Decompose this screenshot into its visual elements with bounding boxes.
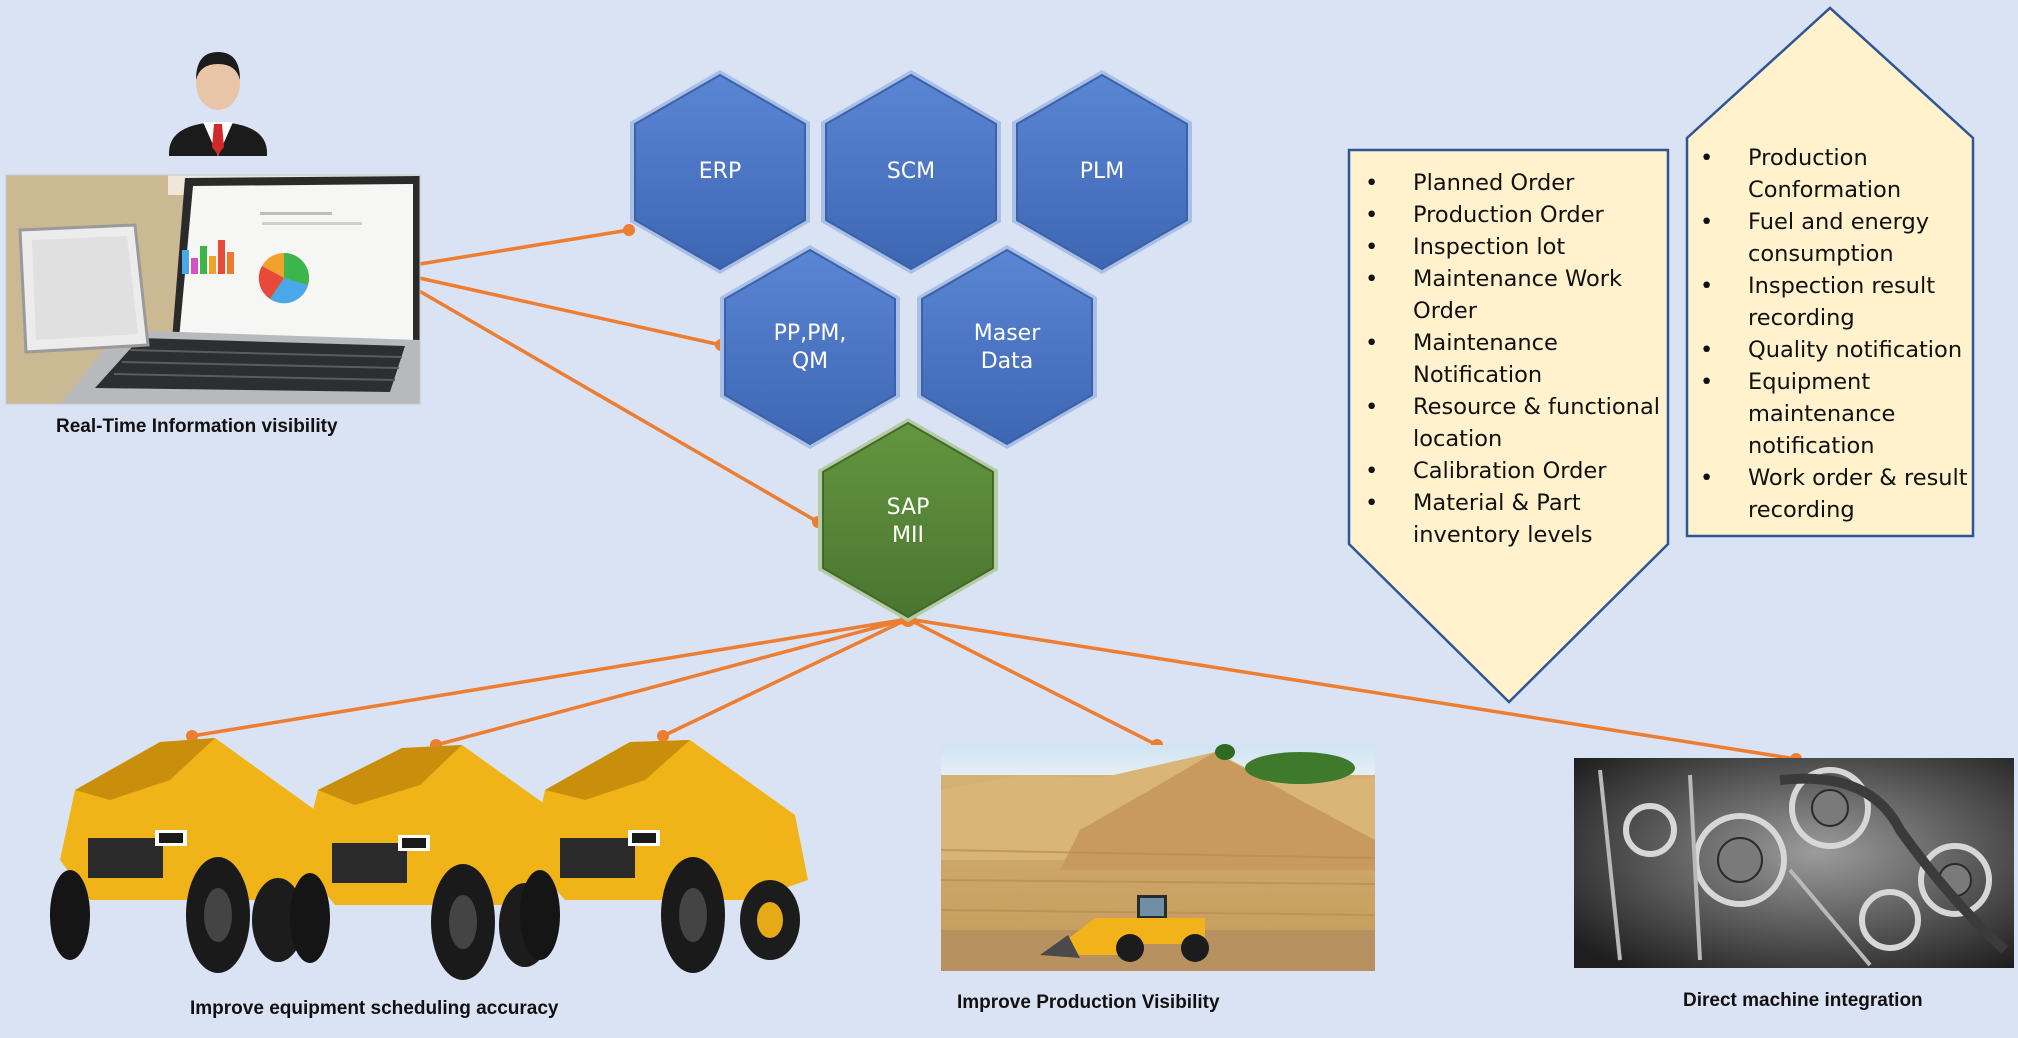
callout-list-text: Order xyxy=(1413,298,1477,324)
callout-list-text: inventory levels xyxy=(1413,522,1593,548)
callout-list-text: Maintenance xyxy=(1413,330,1558,356)
bullet-icon: • xyxy=(1700,337,1714,363)
callout-list-text: Conformation xyxy=(1748,177,1902,203)
callout-list-item: • Maintenance Work xyxy=(1365,263,1665,295)
hexagon-maser-data: Maser Data xyxy=(917,245,1097,449)
callout-list-item: • Production xyxy=(1700,142,1975,174)
bullet-icon: • xyxy=(1365,234,1379,260)
bullet-icon: • xyxy=(1700,145,1714,171)
callout-list-text: Planned Order xyxy=(1413,170,1575,196)
hexagon-pp-label-line1: PP,PM, xyxy=(774,321,847,346)
callout-list-text: Inspection result xyxy=(1748,273,1936,299)
callout-list-text: maintenance xyxy=(1748,401,1896,427)
callout-list-text: Work order & result xyxy=(1748,465,1968,491)
callout-list-item: • Planned Order xyxy=(1365,167,1665,199)
haul-truck-image xyxy=(50,738,808,980)
callout-list-text: Equipment xyxy=(1748,369,1871,395)
callout-list-text: Resource & functional xyxy=(1413,394,1660,420)
callout-list-item: Notification xyxy=(1365,359,1665,391)
callout-list-item: • Work order & result xyxy=(1700,462,1975,494)
bullet-icon: • xyxy=(1365,330,1379,356)
callout-list-text: Production xyxy=(1748,145,1868,171)
callout-list-item: Conformation xyxy=(1700,174,1975,206)
callout-list-item: • Fuel and energy xyxy=(1700,206,1975,238)
callout-list-text: recording xyxy=(1748,305,1855,331)
callout-list-item: • Resource & functional xyxy=(1365,391,1665,423)
callout-list-text: Notification xyxy=(1413,362,1543,388)
callout-list-item: Order xyxy=(1365,295,1665,327)
bullet-icon: • xyxy=(1700,209,1714,235)
bullet-icon: • xyxy=(1365,202,1379,228)
callout-list-inputs: • Planned Order • Production Order • Inspecti… xyxy=(1365,167,1665,551)
hexagon-erp-label: ERP xyxy=(699,159,741,184)
caption-equipment-scheduling: Improve equipment scheduling accuracy xyxy=(190,998,559,1019)
callout-list-item: • Maintenance xyxy=(1365,327,1665,359)
callout-list-item: • Production Order xyxy=(1365,199,1665,231)
callout-list-item: • Material & Part xyxy=(1365,487,1665,519)
quarry-loader-image xyxy=(940,744,1376,971)
hexagon-scm: SCM xyxy=(821,70,1001,274)
callout-list-item: • Quality notification xyxy=(1700,334,1975,366)
callout-list-text: Production Order xyxy=(1413,202,1604,228)
connector-lines xyxy=(191,228,1797,761)
hexagon-scm-label: SCM xyxy=(887,159,935,184)
callout-list-item: • Calibration Order xyxy=(1365,455,1665,487)
hexagon-sap-label-line2: MII xyxy=(892,523,924,548)
bullet-icon: • xyxy=(1700,273,1714,299)
hexagon-erp: ERP xyxy=(630,70,810,274)
callout-list-item: • Inspection lot xyxy=(1365,231,1665,263)
callout-list-text: notification xyxy=(1748,433,1875,459)
callout-list-item: recording xyxy=(1700,494,1975,526)
callout-list-text: Fuel and energy xyxy=(1748,209,1930,235)
callout-list-text: Inspection lot xyxy=(1413,234,1566,260)
hexagon-pp-label-line2: QM xyxy=(792,349,828,374)
callout-list-text: recording xyxy=(1748,497,1855,523)
callout-list-item: location xyxy=(1365,423,1665,455)
callout-list-text: location xyxy=(1413,426,1503,452)
engine-gears-image xyxy=(1574,758,2014,968)
caption-realtime-visibility: Real-Time Information visibility xyxy=(56,416,338,437)
hexagon-maser-label-line1: Maser xyxy=(974,321,1041,346)
businessman-icon xyxy=(169,52,267,156)
caption-production-visibility: Improve Production Visibility xyxy=(957,992,1220,1013)
callout-list-item: • Inspection result xyxy=(1700,270,1975,302)
callout-list-text: Quality notification xyxy=(1748,337,1963,363)
callout-box-inputs xyxy=(1347,148,1670,704)
callout-list-text: Maintenance Work xyxy=(1413,266,1623,292)
hexagon-sap-label-line1: SAP xyxy=(887,495,930,520)
hexagon-plm: PLM xyxy=(1012,70,1192,274)
hexagon-pp-pm-qm: PP,PM, QM xyxy=(720,245,900,449)
bullet-icon: • xyxy=(1365,170,1379,196)
callout-list-item: maintenance xyxy=(1700,398,1975,430)
callout-list-text: Calibration Order xyxy=(1413,458,1607,484)
bullet-icon: • xyxy=(1365,266,1379,292)
callout-list-text: Material & Part xyxy=(1413,490,1581,516)
callout-list-item: inventory levels xyxy=(1365,519,1665,551)
bullet-icon: • xyxy=(1365,394,1379,420)
hexagon-sap-mii: SAP MII xyxy=(818,418,998,622)
hexagon-plm-label: PLM xyxy=(1080,159,1125,184)
bullet-icon: • xyxy=(1700,369,1714,395)
laptop-dashboard-image xyxy=(5,174,421,405)
caption-machine-integration: Direct machine integration xyxy=(1683,990,1923,1011)
callout-box-outputs xyxy=(1685,6,1975,538)
bullet-icon: • xyxy=(1365,458,1379,484)
hexagon-maser-label-line2: Data xyxy=(981,349,1034,374)
callout-list-text: consumption xyxy=(1748,241,1894,267)
callout-list-item: • Equipment xyxy=(1700,366,1975,398)
callout-list-item: consumption xyxy=(1700,238,1975,270)
bullet-icon: • xyxy=(1700,465,1714,491)
callout-list-item: recording xyxy=(1700,302,1975,334)
bullet-icon: • xyxy=(1365,490,1379,516)
callout-list-item: notification xyxy=(1700,430,1975,462)
